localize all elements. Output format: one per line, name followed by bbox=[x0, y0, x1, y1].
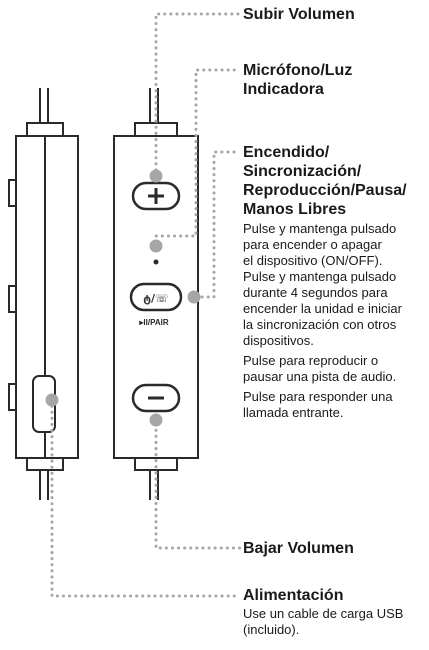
dot-power bbox=[187, 290, 201, 304]
label-microphone-line2: Indicadora bbox=[243, 81, 324, 98]
label-microphone-line1: Micrófono/Luz bbox=[243, 62, 353, 79]
power-pair-button: ტ/☏ ▸II/PAIR bbox=[129, 282, 183, 327]
power-button-text: ტ/☏ bbox=[143, 292, 168, 305]
label-microphone: Micrófono/Luz Indicadora bbox=[243, 61, 352, 99]
power-description: Pulse y mantenga pulsado para encender o… bbox=[243, 221, 427, 425]
label-power-line4: Manos Libres bbox=[243, 201, 347, 218]
power-desc-hold: Pulse y mantenga pulsado para encender o… bbox=[243, 221, 397, 268]
label-volume-up: Subir Volumen bbox=[243, 6, 355, 23]
callout-leaders bbox=[50, 12, 242, 598]
callout-dots bbox=[45, 169, 201, 427]
side-view-remote bbox=[8, 88, 79, 500]
label-volume-down: Bajar Volumen bbox=[243, 540, 354, 557]
leader-microphone bbox=[154, 68, 242, 250]
label-power-line2: Sincronización/ bbox=[243, 163, 362, 180]
label-power-line3: Reproducción/Pausa/ bbox=[243, 182, 407, 199]
dot-charging bbox=[45, 393, 59, 407]
mic-indicator-hole bbox=[153, 259, 159, 265]
label-power-line1: Encendido/ bbox=[243, 144, 330, 161]
volume-up-button bbox=[131, 181, 181, 211]
power-desc-play: Pulse para reproducir o pausar una pista… bbox=[243, 353, 397, 384]
volume-down-button bbox=[131, 383, 181, 413]
leader-power bbox=[194, 150, 242, 299]
power-desc-answer: Pulse para responder una llamada entrant… bbox=[243, 389, 393, 420]
dot-volume-down bbox=[149, 413, 163, 427]
label-power: Encendido/ Sincronización/ Reproducción/… bbox=[243, 143, 407, 219]
power-desc-pair: Pulse y mantenga pulsado durante 4 segun… bbox=[243, 269, 402, 348]
dot-microphone bbox=[149, 239, 163, 253]
dot-volume-up bbox=[149, 169, 163, 183]
leader-volume-up bbox=[154, 12, 242, 172]
label-charging: Alimentación bbox=[243, 587, 344, 604]
charging-description: Use un cable de carga USB (incluido). bbox=[243, 606, 404, 637]
leader-volume-down bbox=[154, 416, 242, 550]
pair-label: ▸II/PAIR bbox=[138, 318, 168, 327]
leader-charging bbox=[50, 398, 242, 598]
